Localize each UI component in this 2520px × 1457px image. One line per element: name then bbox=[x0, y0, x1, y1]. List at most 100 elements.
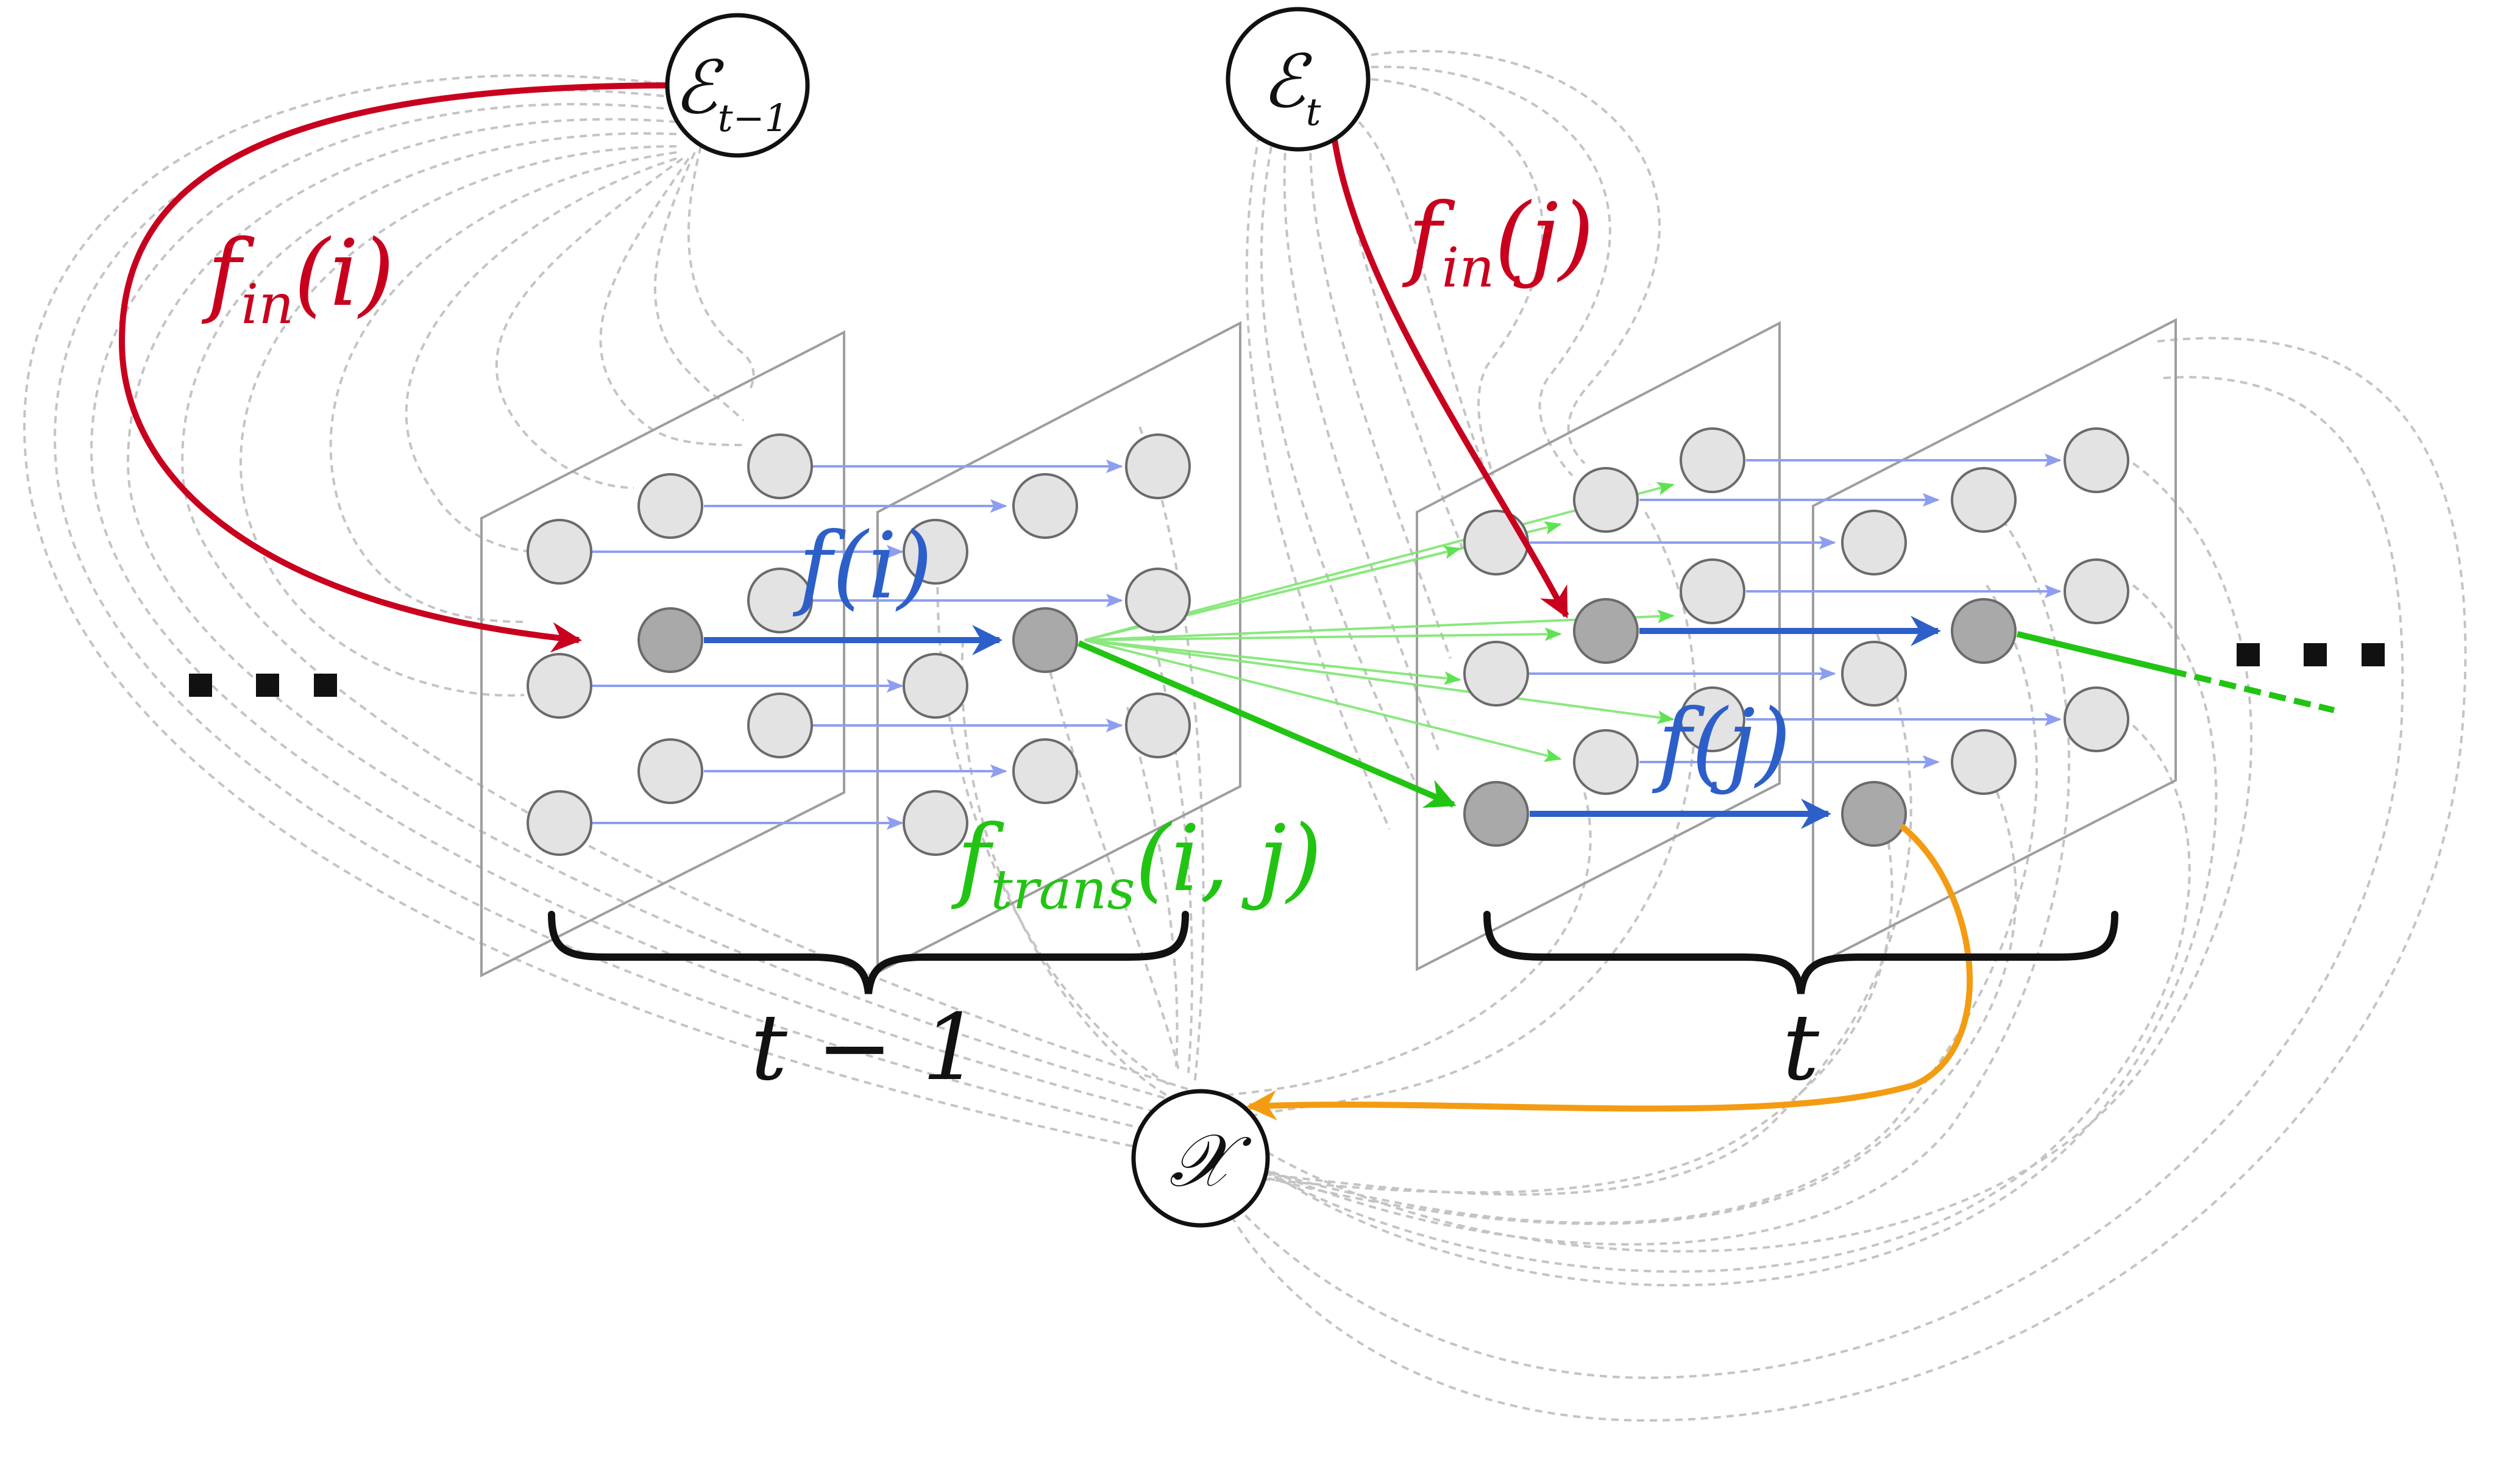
dashed-arc bbox=[495, 157, 684, 489]
svg-text:ℰt−1: ℰt−1 bbox=[673, 46, 789, 140]
layer-planes bbox=[480, 318, 2177, 978]
dashed-arc bbox=[1212, 792, 1894, 1194]
brace-curr bbox=[1483, 911, 2118, 994]
dashed-arc bbox=[1371, 78, 1544, 476]
green-continuation bbox=[2016, 631, 2171, 674]
dashed-arc bbox=[329, 151, 677, 623]
node-out bbox=[1841, 781, 1907, 847]
f-in-i-arrow bbox=[118, 82, 677, 653]
dashed-arc bbox=[1371, 49, 1661, 465]
dashed-arc bbox=[599, 157, 744, 446]
env-prev-sub: t−1 bbox=[718, 96, 789, 140]
dashed-arc bbox=[1333, 140, 1464, 549]
highlighted-arrows bbox=[118, 82, 2335, 1121]
dashed-arc bbox=[126, 118, 1195, 1108]
brace-label-prev: t − 1 bbox=[751, 995, 981, 1101]
node bbox=[1125, 433, 1191, 499]
node bbox=[1012, 738, 1078, 804]
node bbox=[1573, 729, 1639, 795]
dashed-arc bbox=[1206, 768, 2017, 1225]
node-i bbox=[1012, 607, 1078, 673]
ellipsis-dot bbox=[2362, 643, 2385, 666]
node bbox=[1680, 558, 1745, 624]
dashed-arc bbox=[1212, 511, 1697, 1129]
dashed-arc bbox=[1206, 633, 1912, 1196]
env-curr-sub: t bbox=[1306, 90, 1321, 134]
thin-trans-arrow bbox=[1084, 639, 1461, 685]
node bbox=[1841, 641, 1907, 707]
dashed-arc bbox=[1205, 584, 2218, 1287]
node-trans-target bbox=[1463, 781, 1529, 847]
f-trans-arrow bbox=[1077, 640, 1457, 808]
node bbox=[1951, 729, 2017, 795]
dashed-arc bbox=[1209, 792, 1592, 1099]
ellipsis-right bbox=[2237, 643, 2385, 666]
env-node-curr: ℰt bbox=[1226, 7, 1371, 152]
dashed-arc bbox=[1205, 724, 2191, 1273]
green-continuation-dashed bbox=[2168, 668, 2335, 713]
dashed-arc bbox=[1035, 609, 1180, 1074]
brace-prev bbox=[548, 911, 1189, 994]
node bbox=[527, 653, 592, 719]
node bbox=[637, 473, 703, 539]
node bbox=[747, 433, 813, 499]
node-j bbox=[1951, 598, 2017, 664]
dashed-arc bbox=[1212, 337, 2467, 1422]
dashed-arc bbox=[90, 102, 1195, 1123]
ellipsis-left bbox=[189, 674, 337, 697]
node bbox=[527, 519, 592, 585]
time-slice-braces bbox=[548, 911, 2118, 994]
dashed-arc bbox=[1309, 140, 1452, 659]
thin-trans-arrow bbox=[1084, 609, 1675, 641]
node bbox=[2064, 427, 2129, 493]
node bbox=[747, 693, 813, 758]
node bbox=[1463, 641, 1529, 707]
dashed-arc bbox=[1206, 499, 2070, 1246]
dashed-arc bbox=[960, 639, 1171, 1099]
thin-trans-arrow bbox=[1084, 639, 1562, 762]
node bbox=[1573, 467, 1639, 533]
dashed-arc bbox=[181, 132, 1195, 1092]
label-f-in-i: fin(i) bbox=[201, 221, 394, 337]
variable-nodes bbox=[527, 427, 2129, 856]
node bbox=[903, 653, 968, 719]
node bbox=[1012, 473, 1078, 539]
dashed-arc bbox=[687, 146, 755, 391]
dashed-arc bbox=[1138, 426, 1205, 1086]
node-i-prev bbox=[637, 607, 703, 673]
plane-t-a bbox=[1416, 321, 1781, 972]
ellipsis-dot bbox=[2237, 643, 2260, 666]
node bbox=[527, 790, 592, 856]
node bbox=[637, 738, 703, 804]
label-f-trans: ftrans(i, j) bbox=[951, 806, 1322, 922]
svg-text:ℰt: ℰt bbox=[1262, 40, 1321, 134]
env-prev-main: ℰ bbox=[673, 46, 725, 130]
label-f-i: f(i) bbox=[792, 513, 933, 619]
dashed-arc bbox=[1206, 584, 2038, 1224]
env-node-prev: ℰt−1 bbox=[665, 13, 810, 158]
ellipsis-dot bbox=[314, 674, 337, 697]
node bbox=[1841, 510, 1907, 575]
ellipsis-dot bbox=[189, 674, 212, 697]
env-curr-main: ℰ bbox=[1262, 40, 1313, 124]
thin-trans-arrow bbox=[1084, 639, 1675, 724]
dashed-arc bbox=[1245, 121, 1391, 830]
observation-node: 𝒳 bbox=[1131, 1089, 1270, 1228]
ellipsis-dot bbox=[2304, 643, 2327, 666]
node-j-prev bbox=[1573, 598, 1639, 664]
dashed-arc bbox=[23, 74, 1195, 1160]
dashed-arc bbox=[653, 152, 745, 422]
dashed-arc bbox=[405, 157, 677, 554]
dashed-arc bbox=[1260, 134, 1421, 793]
label-f-in-j: fin(j) bbox=[1402, 184, 1594, 300]
node bbox=[1680, 427, 1745, 493]
node bbox=[903, 519, 968, 585]
node bbox=[1951, 467, 2017, 533]
thin-blue-arrows bbox=[591, 453, 2062, 830]
ellipsis-dot bbox=[256, 674, 279, 697]
thin-trans-arrow bbox=[1084, 627, 1562, 641]
brace-label-curr: t bbox=[1783, 995, 1820, 1101]
dashed-arc bbox=[240, 145, 677, 697]
node bbox=[1125, 568, 1191, 633]
